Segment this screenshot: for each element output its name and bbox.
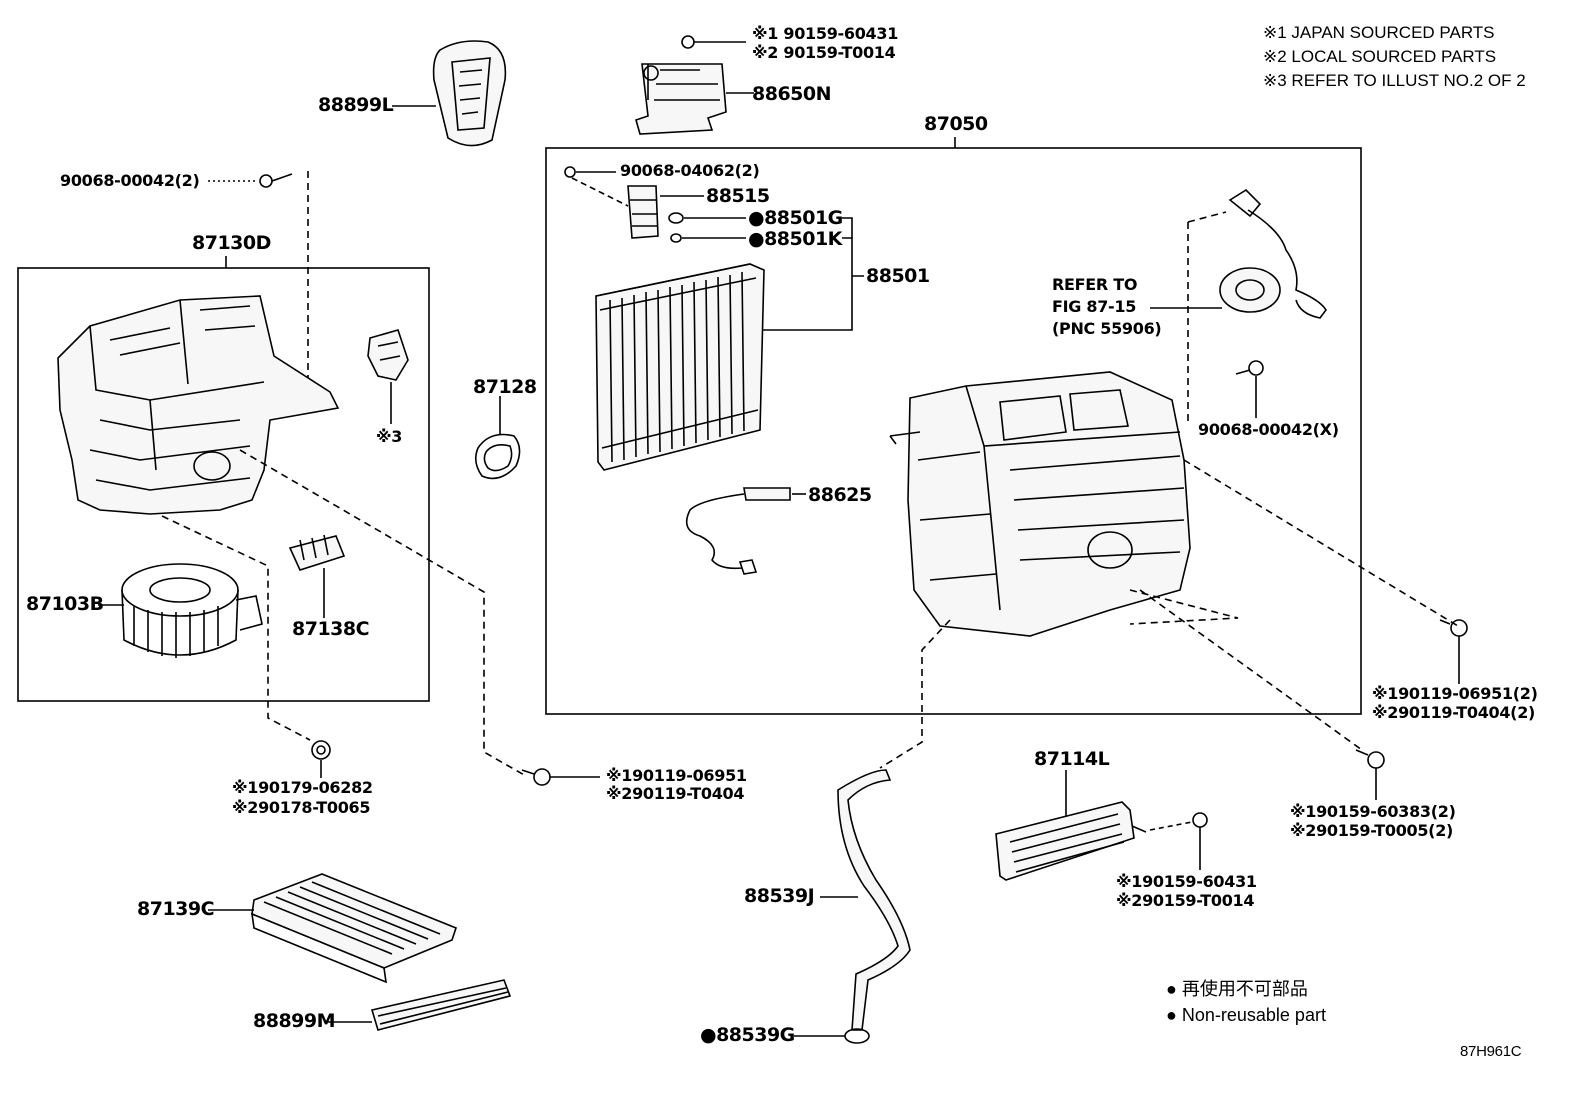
label-190179-06282[interactable]: ※190179-06282 [232,778,373,797]
part-87050-unit [889,371,1191,637]
label-87050[interactable]: 87050 [924,113,988,135]
label-190119-06951[interactable]: ※190119-06951 [606,766,747,785]
diagram-code: 87H961C [1460,1043,1522,1060]
part-88899L-cover [432,40,507,147]
part-87138C-resistor [288,534,346,571]
part-ref3-sensor [367,329,409,381]
part-88501-evaporator [595,263,765,471]
part-88899M-strip [370,979,512,1031]
label-90068-00042-2[interactable]: 90068-00042(2) [60,171,200,190]
label-refer-pnc: (PNC 55906) [1052,319,1162,338]
box-87050 [545,147,1362,715]
part-87139C-filter [251,873,457,984]
note-japan: ※1 JAPAN SOURCED PARTS [1263,23,1495,42]
part-88650N-bracket [635,63,727,135]
label-88539G[interactable]: ●88539G [700,1024,795,1046]
label-88501K[interactable]: ●88501K [748,228,842,250]
label-88515[interactable]: 88515 [706,185,770,207]
label-87138C[interactable]: 87138C [292,618,370,640]
note-refer-illust: ※3 REFER TO ILLUST NO.2 OF 2 [1263,71,1526,90]
label-refer-to: REFER TO [1052,275,1138,294]
part-88539J-hose [837,769,911,1031]
label-88650N[interactable]: 88650N [752,83,832,105]
label-87130D[interactable]: 87130D [192,232,271,254]
legend-non-reusable-en: ● Non-reusable part [1166,1005,1326,1025]
label-190159-60383-2[interactable]: ※190159-60383(2) [1290,802,1456,821]
label-90068-00042-X[interactable]: 90068-00042(X) [1198,420,1339,439]
label-290178-T0065[interactable]: ※290178-T0065 [232,798,371,817]
label-88625[interactable]: 88625 [808,484,872,506]
label-90068-04062[interactable]: 90068-04062(2) [620,161,760,180]
label-190159-60431[interactable]: ※190159-60431 [1116,872,1257,891]
label-88899M[interactable]: 88899M [253,1010,336,1032]
label-88501G[interactable]: ●88501G [748,207,843,229]
label-290159-T0014[interactable]: ※290159-T0014 [1116,891,1255,910]
box-87130D [17,267,430,702]
label-refer-fig[interactable]: FIG 87-15 [1052,297,1137,316]
label-88501[interactable]: 88501 [866,265,930,287]
part-88625-sensor [685,487,791,575]
label-87103B[interactable]: 87103B [26,593,104,615]
label-87139C[interactable]: 87139C [137,898,215,920]
label-290159-T0005-2[interactable]: ※290159-T0005(2) [1290,821,1454,840]
label-ref3[interactable]: ※3 [376,427,403,446]
legend-non-reusable-jp: ● 再使用不可部品 [1166,979,1308,999]
label-87128[interactable]: 87128 [473,376,537,398]
label-87114L[interactable]: 87114L [1034,748,1110,770]
label-190119-06951-2[interactable]: ※190119-06951(2) [1372,684,1538,703]
note-local: ※2 LOCAL SOURCED PARTS [1263,47,1497,66]
label-190159-60431-top[interactable]: ※1 90159-60431 [752,24,899,43]
part-87130D-blower-housing [57,295,340,515]
label-88539J[interactable]: 88539J [744,885,815,907]
part-refer-actuator [1219,188,1327,319]
part-87114L-duct [995,801,1147,881]
label-290159-T0014-top[interactable]: ※2 90159-T0014 [752,43,896,62]
part-88515-valve [627,185,659,239]
part-87128-gasket [474,433,521,480]
label-290119-T0404-2[interactable]: ※290119-T0404(2) [1372,703,1536,722]
label-290119-T0404[interactable]: ※290119-T0404 [606,784,745,803]
label-88899L[interactable]: 88899L [318,94,394,116]
part-87103B-blower-motor [121,563,263,658]
